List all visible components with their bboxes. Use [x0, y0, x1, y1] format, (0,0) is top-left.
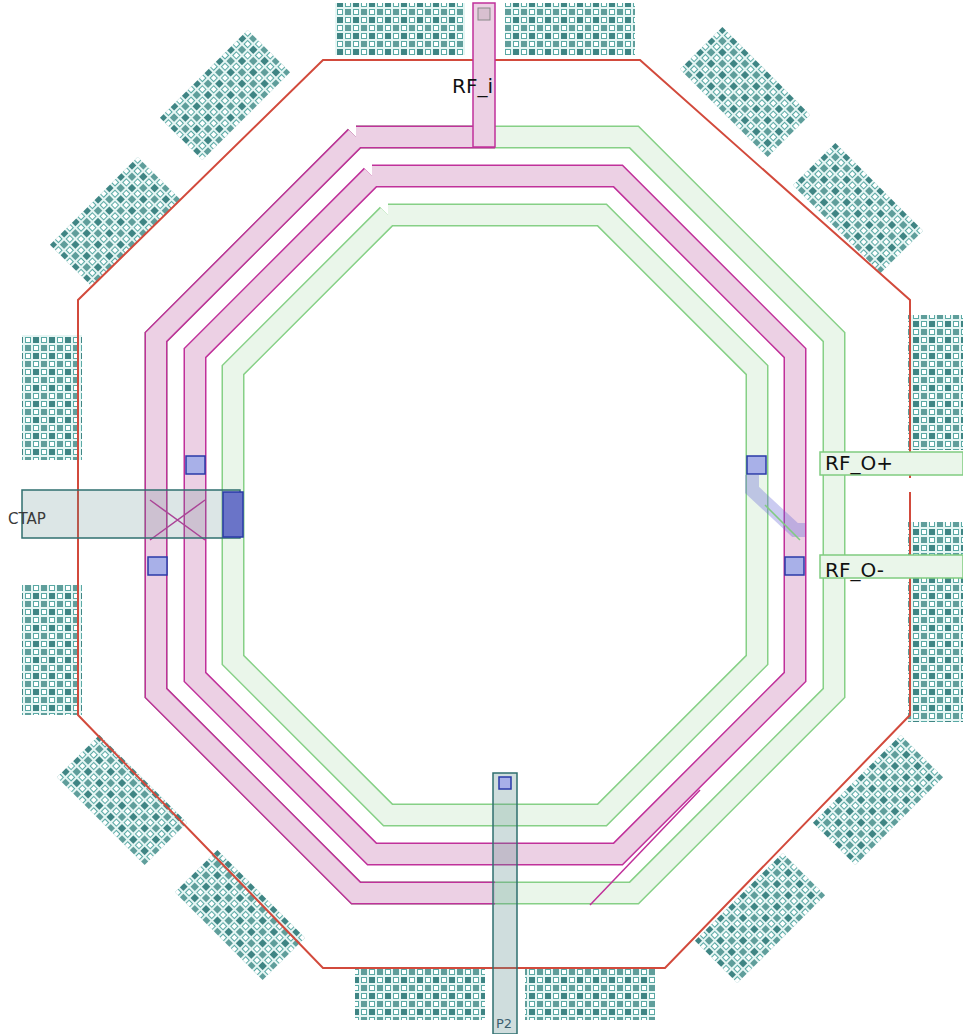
pin-label: CTAP [8, 512, 46, 527]
pad-gap [908, 478, 963, 492]
fill-pad [22, 335, 82, 460]
output-trace [820, 452, 963, 475]
turn-fill [233, 215, 757, 815]
fill-pad [908, 315, 963, 450]
feed-trace [473, 3, 495, 147]
pin-label: P2 [496, 1017, 512, 1030]
fill-pad [908, 522, 963, 722]
fill-pad [355, 968, 485, 1020]
fill-pad [175, 850, 305, 980]
via [785, 557, 804, 575]
fill-pad [505, 3, 635, 55]
via [223, 492, 243, 537]
crossing-edge [590, 790, 700, 905]
via [747, 456, 766, 474]
fill-pad [813, 735, 943, 865]
via [478, 8, 490, 20]
top-metal-turn [195, 176, 795, 854]
via [148, 557, 167, 575]
turn-edge [233, 215, 757, 815]
fill-pad [680, 27, 810, 157]
crossover [765, 505, 800, 540]
turn-edge [195, 176, 795, 854]
fill-pad [160, 30, 290, 160]
turn-fill [195, 176, 795, 854]
pin-label: RF_O+ [825, 453, 893, 473]
via [186, 456, 205, 474]
fill-pad [22, 585, 82, 715]
via [499, 777, 511, 789]
pin-label: RF_i [452, 76, 493, 96]
fill-pad [57, 735, 187, 865]
ctap-trace [22, 490, 240, 538]
fill-pad [50, 157, 180, 287]
crossover [752, 475, 805, 530]
fill-pad [335, 3, 465, 55]
pin-label: RF_O- [825, 560, 884, 580]
lower-metal-turn [233, 215, 757, 815]
fill-pad [525, 968, 655, 1020]
p2-trace [493, 773, 517, 1034]
